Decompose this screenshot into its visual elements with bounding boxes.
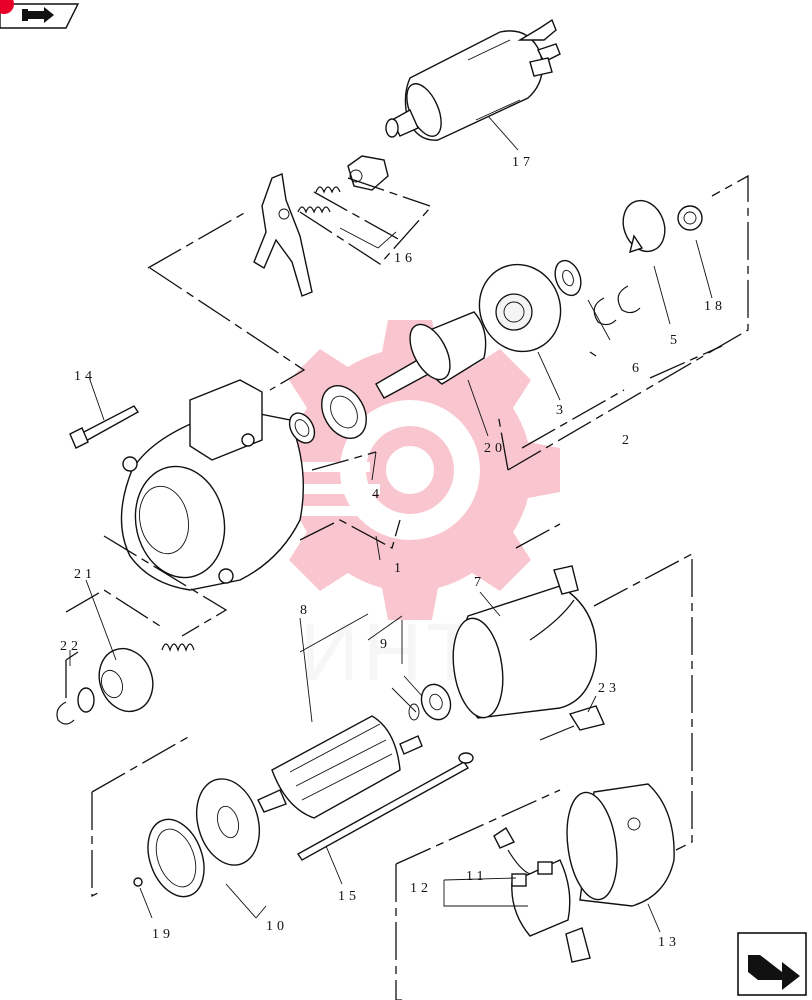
callout-4: 4	[372, 487, 383, 502]
arrow-right-icon	[22, 7, 54, 23]
callout-5: 5	[670, 333, 681, 348]
callout-1: 1	[394, 561, 405, 576]
callout-19: 19	[152, 927, 174, 942]
callout-11: 11	[466, 869, 487, 884]
gear-housing-part	[478, 263, 562, 353]
arrow-next-icon	[748, 955, 800, 990]
callout-22: 22	[60, 639, 82, 654]
callout-2: 2	[622, 433, 633, 448]
callout-23: 23	[598, 681, 620, 696]
callout-6: 6	[632, 361, 643, 376]
front-housing-part	[120, 379, 305, 591]
assembly-lines	[65, 174, 749, 1000]
callout-20: 20	[484, 441, 506, 456]
callout-18: 18	[704, 299, 726, 314]
planet-carrier-part	[622, 199, 666, 254]
callout-17: 17	[512, 155, 534, 170]
callout-8: 8	[300, 603, 311, 618]
callout-12: 12	[410, 881, 432, 896]
callout-7: 7	[474, 575, 485, 590]
solenoid-part	[385, 18, 561, 141]
callout-10: 10	[266, 919, 288, 934]
small-gear-part	[677, 205, 703, 231]
pinion-spring-part	[161, 643, 195, 652]
callouts: 17 16 18 5 6 14 3 20 2 4 1 21 7 8 9 22 2…	[60, 155, 726, 950]
clutch-shaft-part	[375, 311, 487, 399]
next-nav-button[interactable]	[737, 932, 807, 996]
cover-plate-part	[147, 778, 260, 898]
callout-13: 13	[658, 935, 680, 950]
clip-ring-part	[56, 687, 95, 725]
brush-holder-part	[493, 827, 591, 963]
brush-part	[539, 705, 605, 741]
callout-16: 16	[394, 251, 416, 266]
spring-part	[297, 186, 341, 214]
callout-15: 15	[338, 889, 360, 904]
back-nav-button[interactable]	[0, 3, 80, 29]
callout-9: 9	[380, 637, 391, 652]
armature-bearing-part	[408, 683, 452, 721]
steel-ball-part	[133, 877, 143, 887]
rear-cover-part	[566, 783, 675, 907]
shift-lever-part	[253, 173, 313, 297]
corner-marker	[0, 0, 14, 14]
callout-21: 21	[74, 567, 96, 582]
washer-part	[554, 259, 641, 326]
callout-3: 3	[556, 403, 567, 418]
leader-lines	[69, 115, 713, 933]
callout-14: 14	[74, 369, 96, 384]
armature-part	[257, 715, 423, 819]
through-bolt-part	[296, 752, 474, 861]
pinion-gear-part	[98, 647, 154, 713]
yoke-part	[452, 565, 598, 719]
bolt-part	[69, 405, 140, 449]
bearing-part	[288, 385, 367, 444]
